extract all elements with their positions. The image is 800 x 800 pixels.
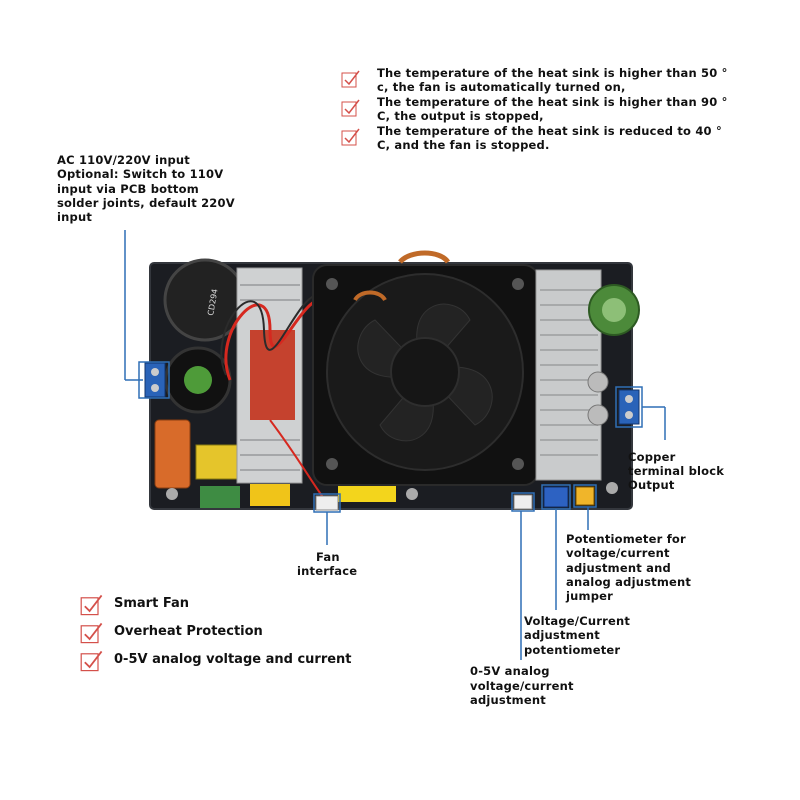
pot-jumper-label: Potentiometer for <box>566 532 686 546</box>
note-line: c, the fan is automatically turned on, <box>377 80 626 94</box>
analog-adj-label: 0-5V analog <box>470 664 550 678</box>
check-icon <box>80 622 103 644</box>
fan-interface-label: interface <box>297 564 358 578</box>
pot-jumper-label: jumper <box>566 589 614 603</box>
note-line: C, the output is stopped, <box>377 109 544 123</box>
inductor-left <box>154 419 191 489</box>
ac-input-label: Optional: Switch to 110V <box>57 167 224 181</box>
cap-green-label <box>184 366 212 394</box>
copper-terminal-label: Output <box>628 478 675 492</box>
analog-connector <box>513 494 533 510</box>
fan-connector <box>315 495 339 511</box>
feature-item: 0-5V analog voltage and current <box>114 652 352 667</box>
yellow-relay <box>338 484 396 502</box>
copper-terminal-label: Copper <box>628 450 676 464</box>
analog-adj-label: adjustment <box>470 693 546 707</box>
analog-adj-label: voltage/current <box>470 679 574 693</box>
fan-wire-red <box>224 298 321 381</box>
jumper-yellow <box>575 486 595 506</box>
note-line: C, and the fan is stopped. <box>377 138 550 152</box>
ac-input-label: solder joints, default 220V <box>57 196 235 210</box>
yellow-capacitor <box>250 484 290 506</box>
check-icon <box>341 70 360 88</box>
ac-terminal-block <box>144 362 166 398</box>
fan-interface-label: Fan <box>316 550 340 564</box>
copper-coil <box>398 250 451 264</box>
check-icon <box>341 99 360 117</box>
copper-terminal-label: terminal block <box>628 464 725 478</box>
check-icon <box>80 594 103 616</box>
note-line: The temperature of the heat sink is high… <box>377 66 728 80</box>
check-icon <box>341 128 360 146</box>
ac-input-label: input <box>57 210 93 224</box>
feature-item: Overheat Protection <box>114 624 263 639</box>
pot-jumper-label: adjustment and <box>566 561 671 575</box>
pot-jumper-label: analog adjustment <box>566 575 692 589</box>
ac-input-label: input via PCB bottom <box>57 182 199 196</box>
transformer <box>195 444 239 480</box>
note-line: The temperature of the heat sink is high… <box>377 95 728 109</box>
vc-pot-label: adjustment <box>524 628 600 642</box>
feature-item: Smart Fan <box>114 596 189 611</box>
potentiometer-blue <box>543 486 569 508</box>
green-component <box>200 486 240 508</box>
pot-jumper-label: voltage/current <box>566 546 670 560</box>
note-line: The temperature of the heat sink is redu… <box>377 124 722 138</box>
vc-pot-label: potentiometer <box>524 643 621 657</box>
output-terminal-block <box>618 389 640 425</box>
vc-pot-label: Voltage/Current <box>524 614 631 628</box>
ac-input-label: AC 110V/220V input <box>57 153 191 167</box>
check-icon <box>80 650 103 672</box>
